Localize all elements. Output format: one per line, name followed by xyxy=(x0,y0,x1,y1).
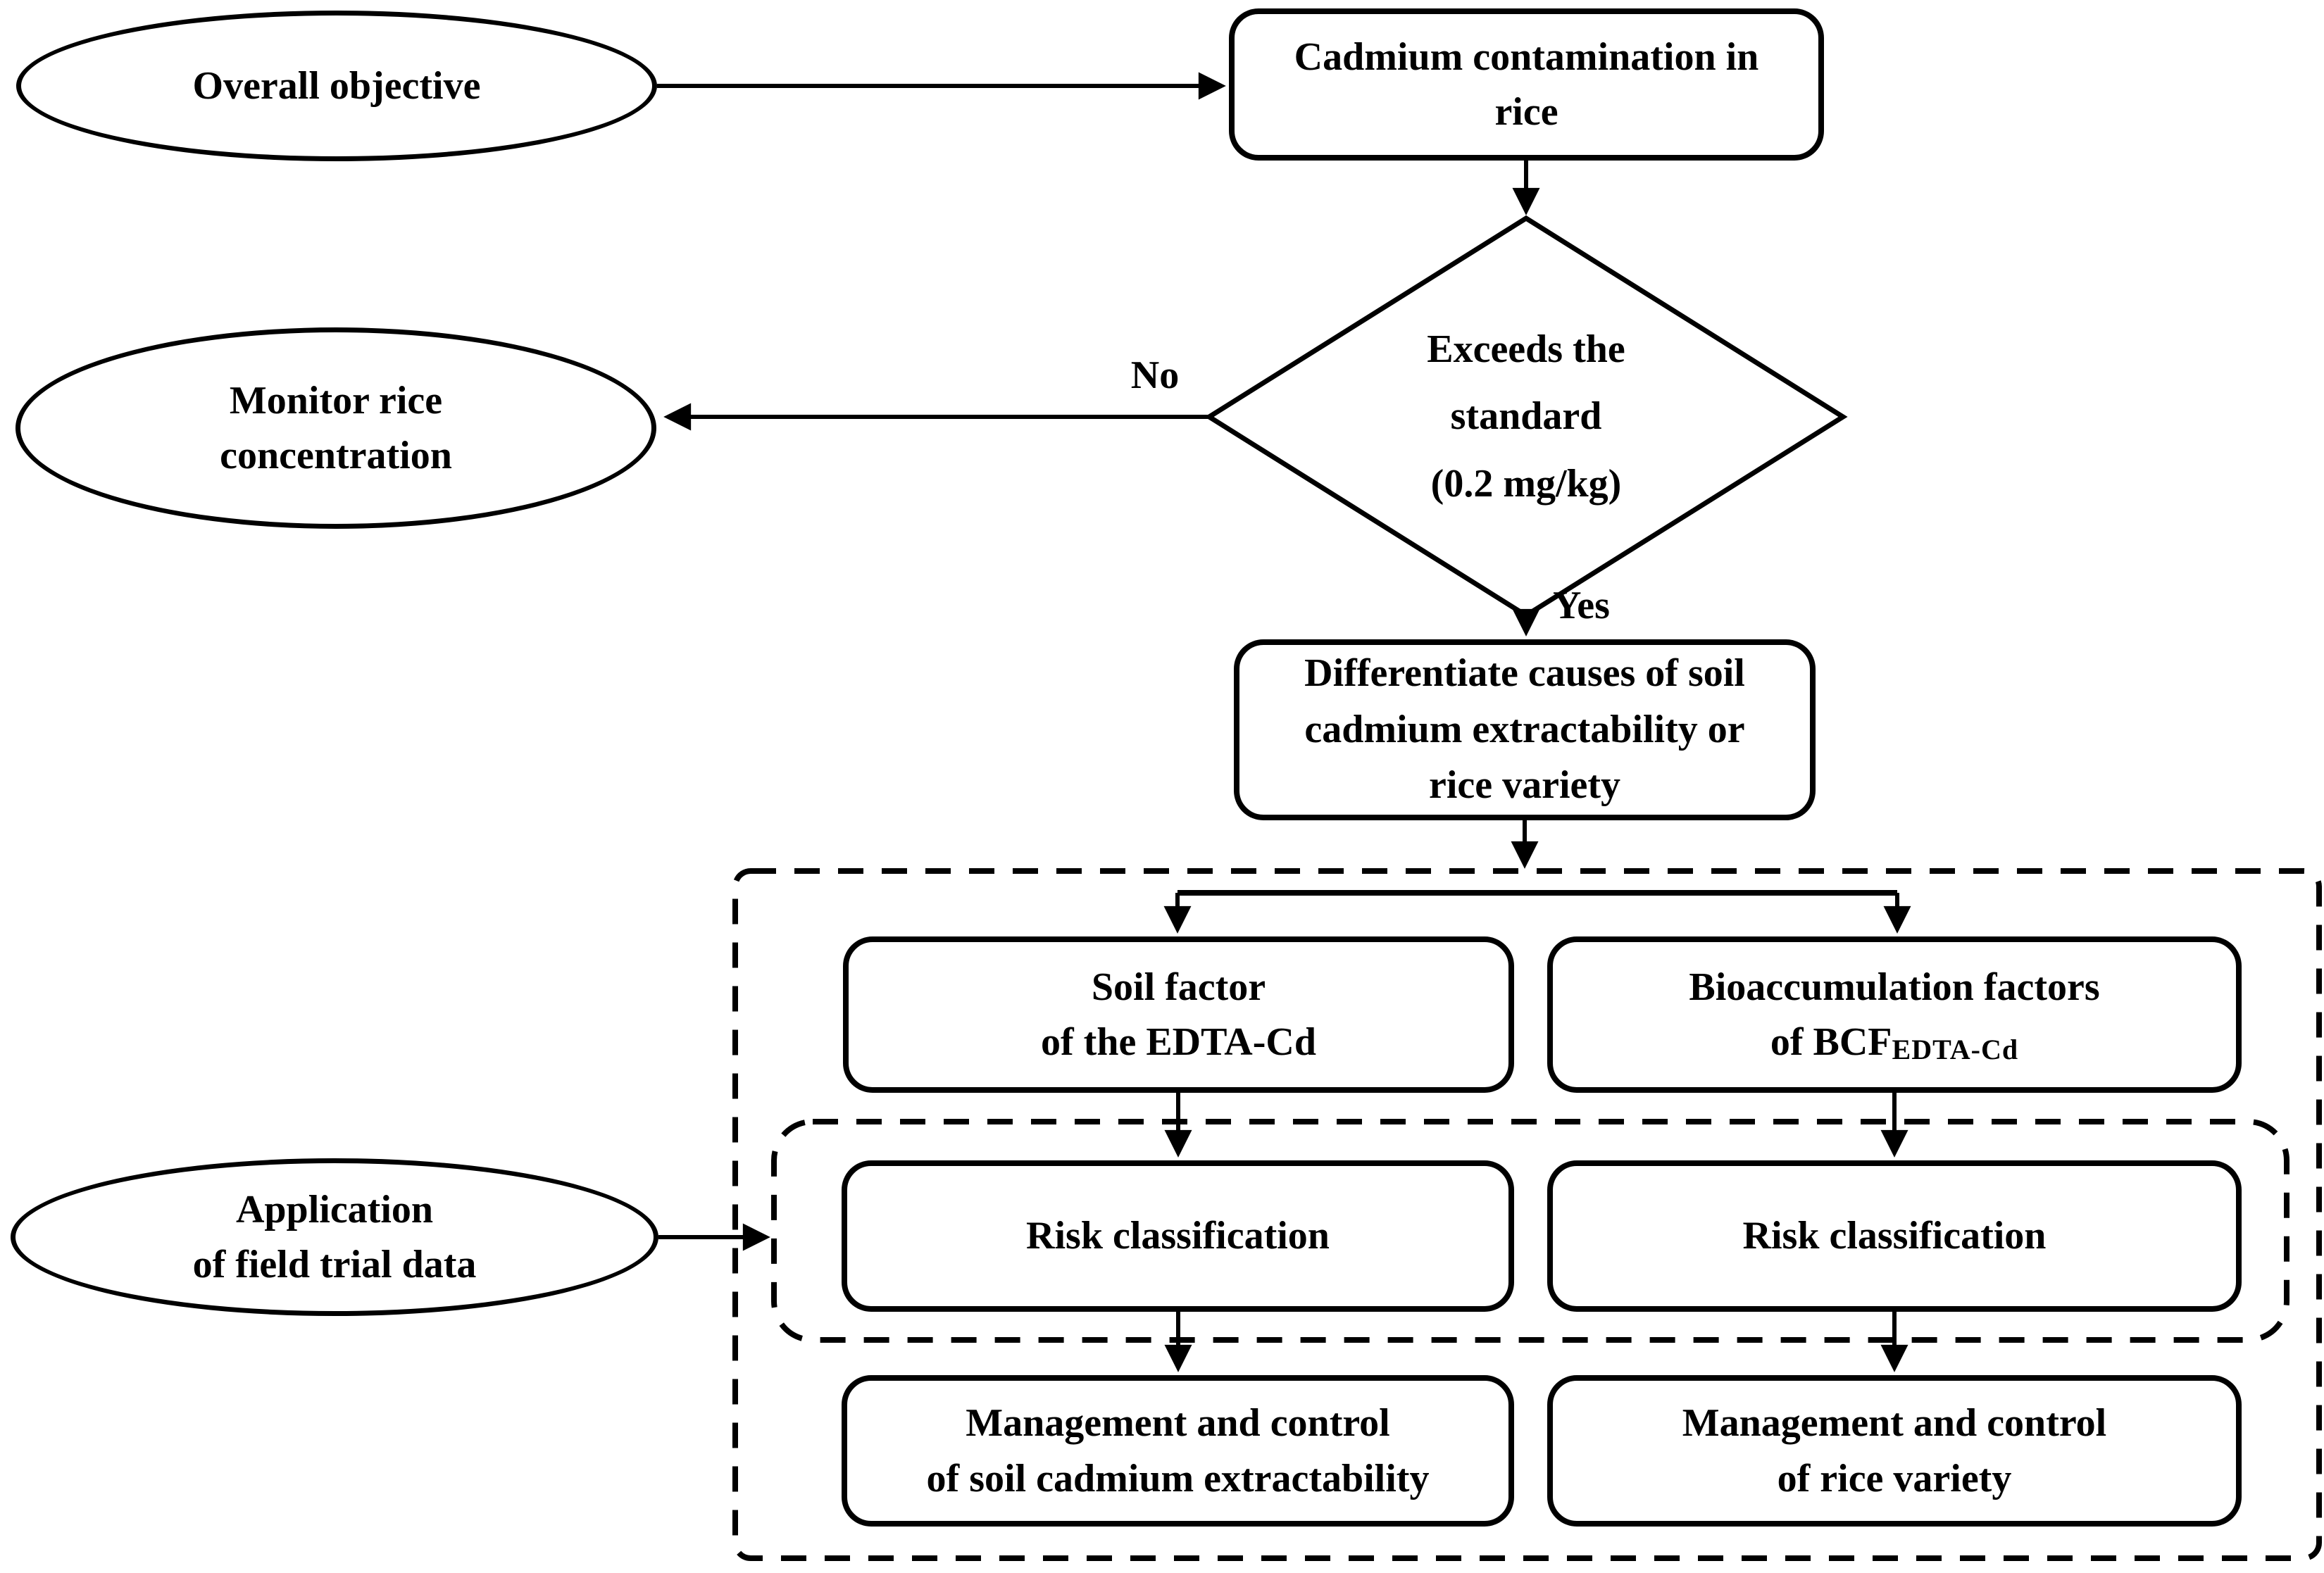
node-application-field-trial: Application of field trial data xyxy=(11,1158,658,1316)
inner-dashed-risk-box xyxy=(771,1119,2289,1343)
node-label: rice xyxy=(1494,90,1558,134)
node-label: of field trial data xyxy=(192,1243,477,1286)
node-differentiate-causes: Differentiate causes of soil cadmium ext… xyxy=(1234,639,1816,820)
node-risk-classification-left: Risk classification xyxy=(842,1160,1514,1312)
node-label: Risk classification xyxy=(1742,1214,2047,1258)
node-label: Monitor rice xyxy=(229,378,443,422)
node-label: of BCFEDTA-Cd xyxy=(1770,1015,2018,1070)
node-label: Bioaccumulation factors xyxy=(1689,965,2100,1009)
node-label: (0.2 mg/kg) xyxy=(1430,461,1622,506)
node-label: Risk classification xyxy=(1026,1214,1330,1258)
edge-label-yes: Yes xyxy=(1553,584,1610,627)
node-label: Management and control xyxy=(966,1401,1390,1446)
node-cadmium-contamination: Cadmium contamination in rice xyxy=(1229,8,1824,161)
node-label: Soil factor xyxy=(1091,965,1266,1009)
node-monitor-rice-concentration: Monitor rice concentration xyxy=(15,327,656,529)
node-label: rice variety xyxy=(1428,763,1621,808)
node-label-prefix: of BCF xyxy=(1770,1020,1892,1064)
node-exceeds-standard-label: Exceeds the standard (0.2 mg/kg) xyxy=(1244,310,1808,524)
node-overall-objective: Overall objective xyxy=(16,11,657,161)
node-label-subscript: EDTA-Cd xyxy=(1892,1034,2019,1065)
node-label: Exceeds the xyxy=(1427,327,1625,372)
node-label: of the EDTA-Cd xyxy=(1041,1020,1316,1064)
node-label: cadmium extractability or xyxy=(1304,707,1745,751)
node-label: concentration xyxy=(220,434,452,477)
node-label: Management and control xyxy=(1682,1401,2107,1446)
node-label: of soil cadmium extractability xyxy=(926,1456,1430,1500)
node-management-soil-cadmium: Management and control of soil cadmium e… xyxy=(842,1375,1514,1527)
node-soil-factor: Soil factor of the EDTA-Cd xyxy=(843,936,1514,1093)
node-bioaccumulation-factors: Bioaccumulation factors of BCFEDTA-Cd xyxy=(1547,936,2242,1093)
node-label: of rice variety xyxy=(1777,1456,2012,1500)
node-management-rice-variety: Management and control of rice variety xyxy=(1547,1375,2242,1527)
node-risk-classification-right: Risk classification xyxy=(1547,1160,2242,1312)
edge-label-no: No xyxy=(1130,353,1180,397)
node-label: Overall objective xyxy=(192,63,481,108)
node-label: Differentiate causes of soil xyxy=(1304,651,1745,696)
node-label: Cadmium contamination in xyxy=(1294,35,1759,79)
node-label: Application xyxy=(235,1187,434,1232)
outer-dashed-group-box xyxy=(732,868,2322,1561)
node-label: standard xyxy=(1450,394,1602,439)
